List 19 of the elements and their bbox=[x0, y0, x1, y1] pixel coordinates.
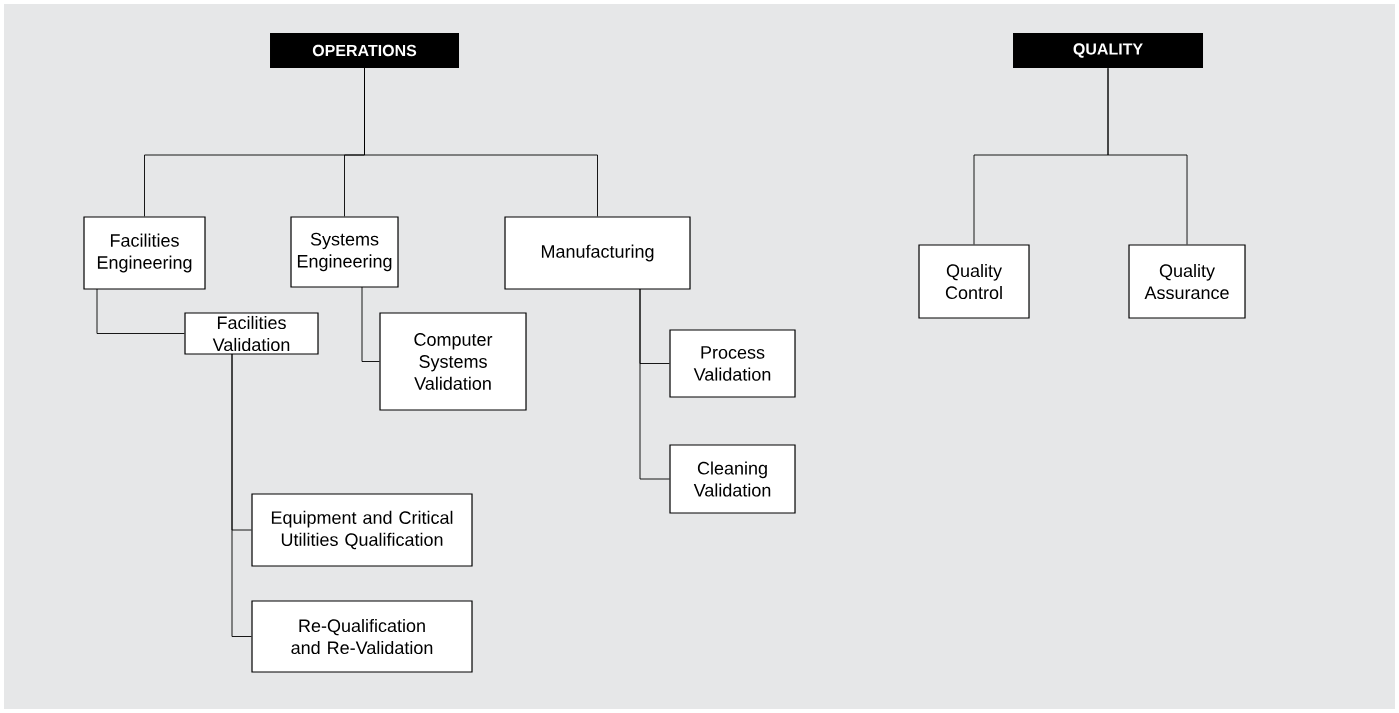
org-box: Quality Assurance bbox=[1128, 244, 1246, 319]
org-box: Re-Qualification and Re-Validation bbox=[251, 600, 473, 673]
connector-line bbox=[361, 286, 380, 362]
org-box: Equipment and Critical Utilities Qualification bbox=[251, 493, 473, 567]
org-box: Cleaning Validation bbox=[669, 444, 796, 514]
org-box: Manufacturing bbox=[504, 216, 691, 290]
header-box: QUALITY bbox=[1013, 33, 1203, 68]
connector-line bbox=[1107, 67, 1188, 245]
org-box: Facilities Engineering bbox=[83, 216, 206, 290]
header-box: OPERATIONS bbox=[270, 33, 459, 68]
connector-line bbox=[96, 288, 185, 334]
connector-line bbox=[231, 353, 252, 637]
org-box: Quality Control bbox=[918, 244, 1030, 319]
org-box: Process Validation bbox=[669, 329, 796, 398]
org-box: Facilities Validation bbox=[184, 312, 319, 355]
org-box: Computer Systems Validation bbox=[379, 312, 527, 411]
connector-line bbox=[364, 67, 598, 217]
org-box: Systems Engineering bbox=[290, 216, 399, 288]
connector-line bbox=[639, 288, 670, 480]
